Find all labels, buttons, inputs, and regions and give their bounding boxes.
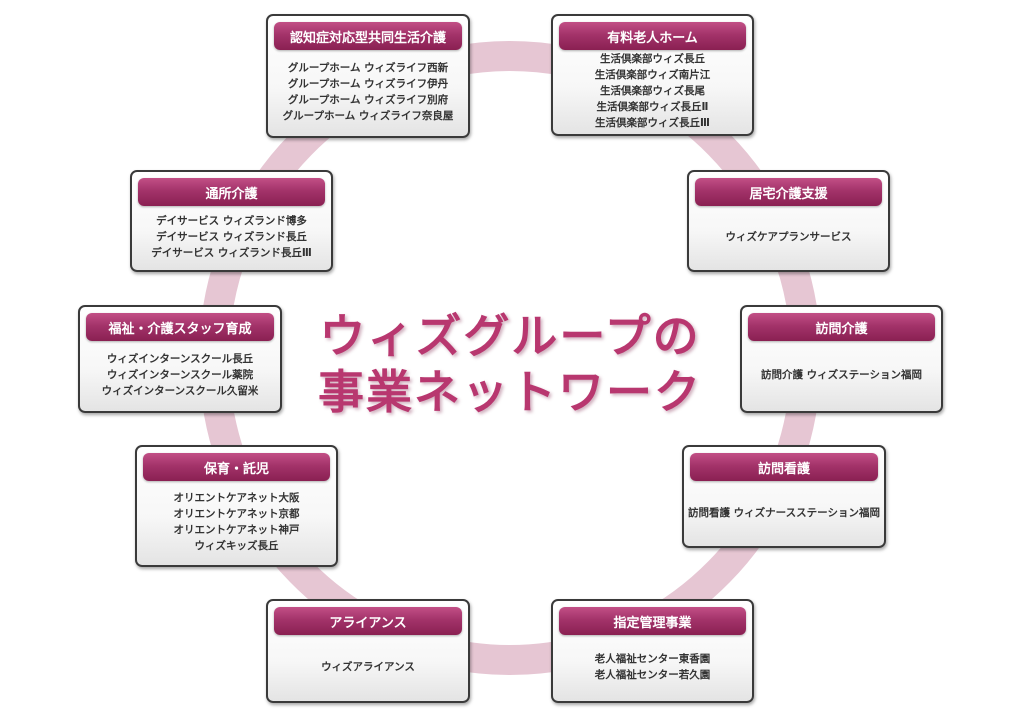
service-items: オリエントケアネット大阪オリエントケアネット京都オリエントケアネット神戸ウィズキ… [137,481,336,563]
service-header: 福祉・介護スタッフ育成 [86,313,274,341]
service-header: 通所介護 [138,178,325,206]
service-item: 訪問看護 ウィズナースステーション福岡 [688,506,880,519]
service-header: 有料老人ホーム [559,22,746,50]
service-item: グループホーム ウィズライフ奈良屋 [282,110,454,122]
service-item: デイサービス ウィズランド博多 [156,215,307,227]
service-header: 指定管理事業 [559,607,746,635]
service-item: 訪問介護 ウィズステーション福岡 [761,369,922,381]
service-items: ウィズアライアンス [268,635,468,699]
service-items: グループホーム ウィズライフ西新グループホーム ウィズライフ伊丹グループホーム … [268,50,468,134]
service-item: デイサービス ウィズランド長丘Ⅲ [151,247,312,259]
service-item: 生活倶楽部ウィズ長丘Ⅲ [595,117,710,129]
service-item: ウィズアライアンス [321,661,415,673]
service-item: グループホーム ウィズライフ別府 [287,94,449,106]
service-box-childcare: 保育・託児オリエントケアネット大阪オリエントケアネット京都オリエントケアネット神… [135,445,338,567]
service-header: 訪問介護 [748,313,935,341]
title-line-1: ウィズグループの [319,309,701,363]
service-items: 訪問看護 ウィズナースステーション福岡 [684,481,884,544]
service-item: 生活倶楽部ウィズ長丘Ⅱ [596,101,709,113]
service-item: ウィズインターンスクール久留米 [101,385,259,397]
service-items: ウィズケアプランサービス [689,206,888,268]
service-item: オリエントケアネット京都 [173,508,300,520]
service-item: ウィズインターンスクール長丘 [106,353,254,365]
service-item: 生活倶楽部ウィズ長尾 [600,85,705,97]
service-box-designated-management: 指定管理事業老人福祉センター東香園老人福祉センター若久園 [551,599,754,703]
service-item: グループホーム ウィズライフ伊丹 [287,78,449,90]
service-item: ウィズインターンスクール薬院 [106,369,254,381]
service-item: ウィズケアプランサービス [725,231,852,243]
title-line-2: 事業ネットワーク [318,365,702,419]
service-box-dementia-group-home: 認知症対応型共同生活介護グループホーム ウィズライフ西新グループホーム ウィズラ… [266,14,470,138]
service-item: 老人福祉センター若久園 [594,669,711,681]
service-header: 訪問看護 [690,453,878,481]
service-box-home-care-support: 居宅介護支援ウィズケアプランサービス [687,170,890,272]
service-item: デイサービス ウィズランド長丘 [156,231,307,243]
service-item: 老人福祉センター東香園 [594,653,711,665]
service-box-paid-nursing-home: 有料老人ホーム生活倶楽部ウィズ長丘生活倶楽部ウィズ南片江生活倶楽部ウィズ長尾生活… [551,14,754,136]
service-item: グループホーム ウィズライフ西新 [287,62,449,74]
service-item: ウィズキッズ長丘 [194,540,279,552]
service-header: アライアンス [274,607,462,635]
service-box-day-service: 通所介護デイサービス ウィズランド博多デイサービス ウィズランド長丘デイサービス… [130,170,333,272]
service-item: 生活倶楽部ウィズ長丘 [600,53,705,65]
service-items: 老人福祉センター東香園老人福祉センター若久園 [553,635,752,699]
service-items: ウィズインターンスクール長丘ウィズインターンスクール薬院ウィズインターンスクール… [80,341,280,409]
service-item: オリエントケアネット神戸 [173,524,300,536]
service-items: 生活倶楽部ウィズ長丘生活倶楽部ウィズ南片江生活倶楽部ウィズ長尾生活倶楽部ウィズ長… [553,50,752,132]
service-header: 保育・託児 [143,453,330,481]
service-box-alliance: アライアンスウィズアライアンス [266,599,470,703]
service-header: 認知症対応型共同生活介護 [274,22,462,50]
service-item: オリエントケアネット大阪 [173,492,300,504]
service-box-staff-training: 福祉・介護スタッフ育成ウィズインターンスクール長丘ウィズインターンスクール薬院ウ… [78,305,282,413]
service-header: 居宅介護支援 [695,178,882,206]
service-items: デイサービス ウィズランド博多デイサービス ウィズランド長丘デイサービス ウィズ… [132,206,331,268]
service-box-home-visit-care: 訪問介護訪問介護 ウィズステーション福岡 [740,305,943,413]
service-box-home-nursing: 訪問看護訪問看護 ウィズナースステーション福岡 [682,445,886,548]
service-item: 生活倶楽部ウィズ南片江 [594,69,711,81]
service-items: 訪問介護 ウィズステーション福岡 [742,341,941,409]
